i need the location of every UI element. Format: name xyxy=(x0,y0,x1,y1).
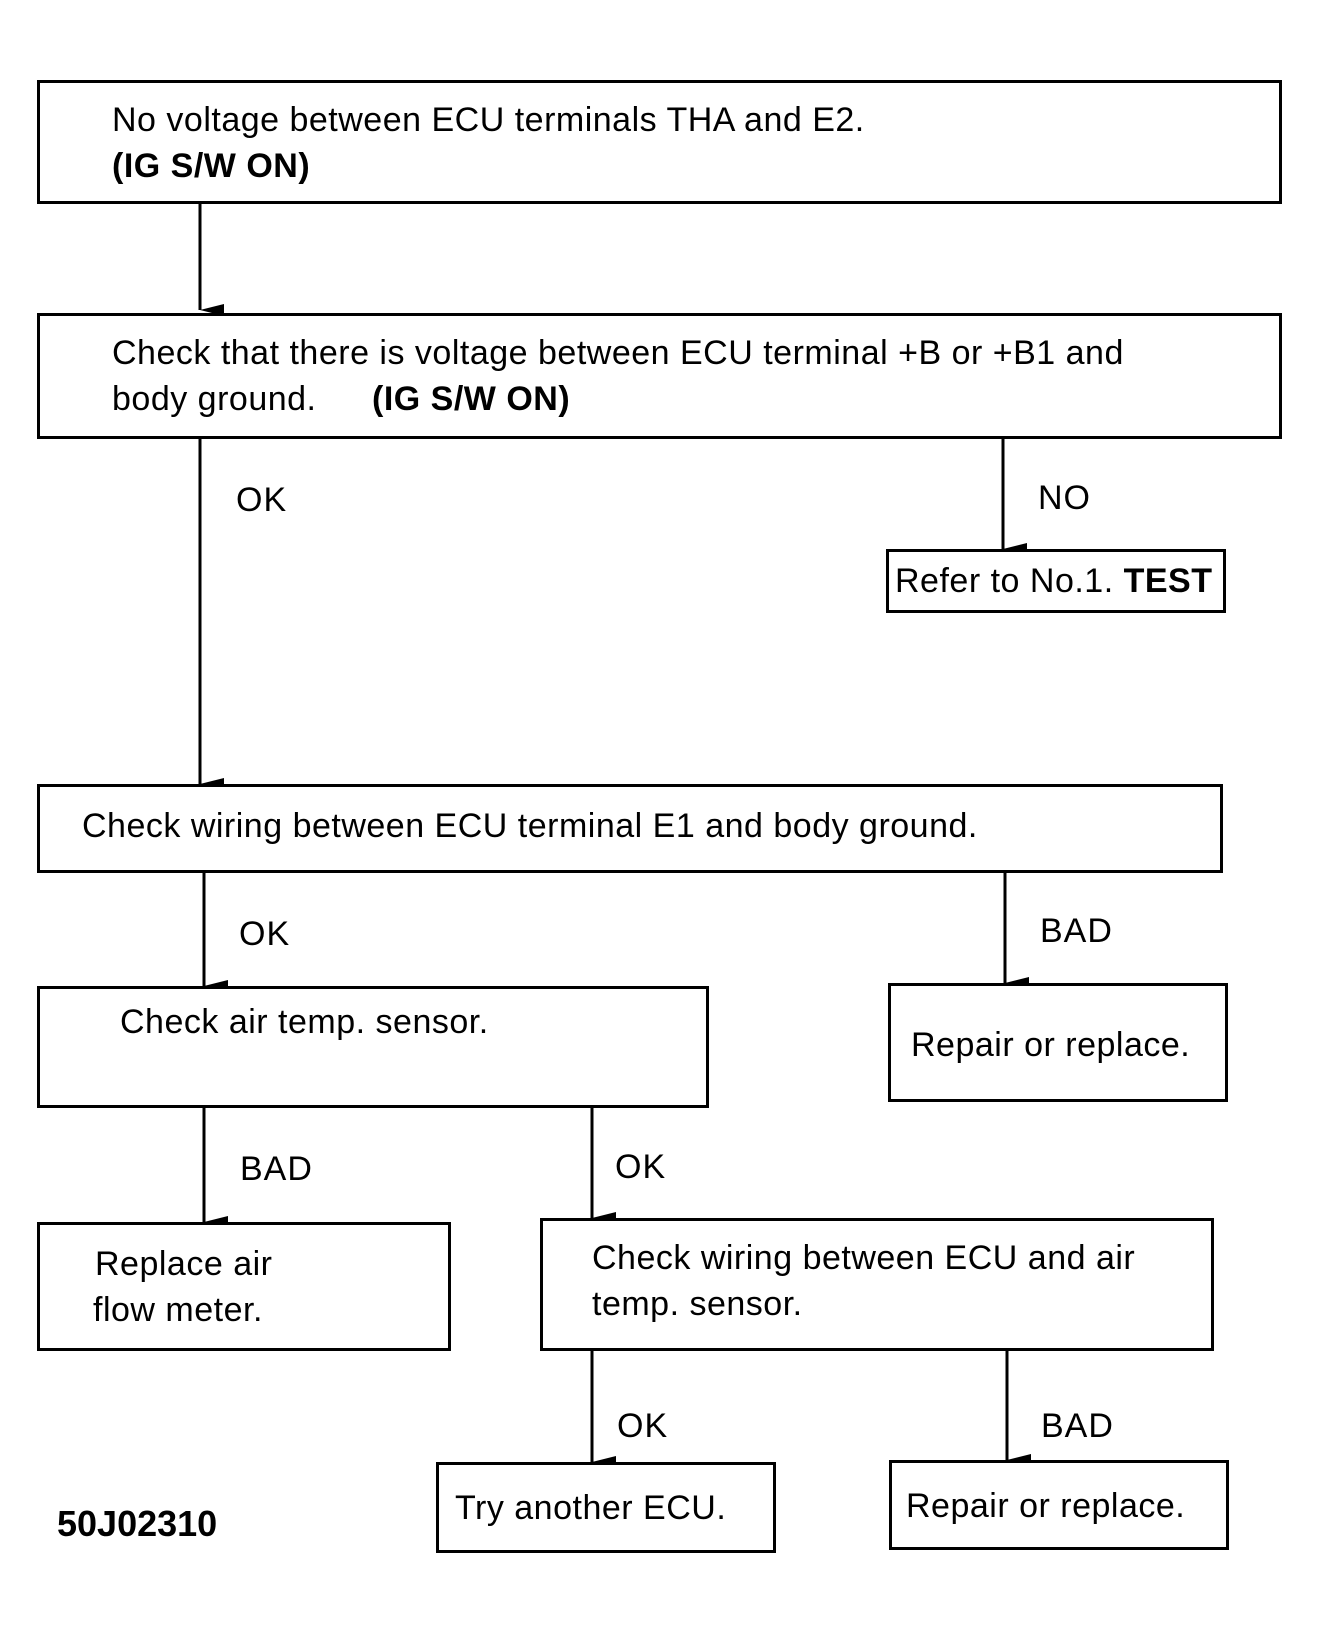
refer-test: TEST xyxy=(1123,562,1213,600)
start-box: No voltage between ECU terminals THA and… xyxy=(37,80,1282,204)
start-line2: (IG S/W ON) xyxy=(112,147,311,185)
label-ok-3: OK xyxy=(615,1148,667,1186)
check-b-line2a: body ground. xyxy=(112,380,317,418)
label-ok-2: OK xyxy=(239,915,291,953)
check-sensor-text: Check air temp. sensor. xyxy=(120,1003,489,1041)
label-no-1: NO xyxy=(1038,479,1091,517)
check-sensor-box: Check air temp. sensor. xyxy=(37,986,709,1108)
check-wiring-sensor-box: Check wiring between ECU and air temp. s… xyxy=(540,1218,1214,1351)
label-bad-1: BAD xyxy=(1040,912,1113,950)
repair-2-text: Repair or replace. xyxy=(906,1487,1186,1525)
start-line1: No voltage between ECU terminals THA and… xyxy=(112,101,865,139)
repair-1-text: Repair or replace. xyxy=(911,1026,1191,1064)
refer-text: Refer to No.1. TEST xyxy=(895,558,1213,604)
replace-meter-line2: flow meter. xyxy=(93,1291,263,1329)
refer-box: Refer to No.1. TEST xyxy=(886,549,1226,613)
replace-meter-box: Replace air flow meter. xyxy=(37,1222,451,1351)
check-wiring-sensor-line2: temp. sensor. xyxy=(592,1285,803,1323)
check-b-line2b: (IG S/W ON) xyxy=(372,380,571,418)
check-b-line1: Check that there is voltage between ECU … xyxy=(112,334,1124,372)
label-bad-2: BAD xyxy=(240,1150,313,1188)
label-ok-1: OK xyxy=(236,481,288,519)
repair-box-2: Repair or replace. xyxy=(889,1460,1229,1550)
try-ecu-text: Try another ECU. xyxy=(455,1489,727,1527)
repair-box-1: Repair or replace. xyxy=(888,983,1228,1102)
try-ecu-box: Try another ECU. xyxy=(436,1462,776,1553)
label-bad-3: BAD xyxy=(1041,1407,1114,1445)
check-e1-text: Check wiring between ECU terminal E1 and… xyxy=(82,807,978,845)
check-wiring-sensor-line1: Check wiring between ECU and air xyxy=(592,1239,1136,1277)
figure-code: 50J02310 xyxy=(57,1503,218,1544)
label-ok-4: OK xyxy=(617,1407,669,1445)
check-e1-box: Check wiring between ECU terminal E1 and… xyxy=(37,784,1223,873)
check-b-box: Check that there is voltage between ECU … xyxy=(37,313,1282,439)
replace-meter-line1: Replace air xyxy=(95,1245,273,1283)
refer-label: Refer to No.1. xyxy=(895,562,1114,600)
